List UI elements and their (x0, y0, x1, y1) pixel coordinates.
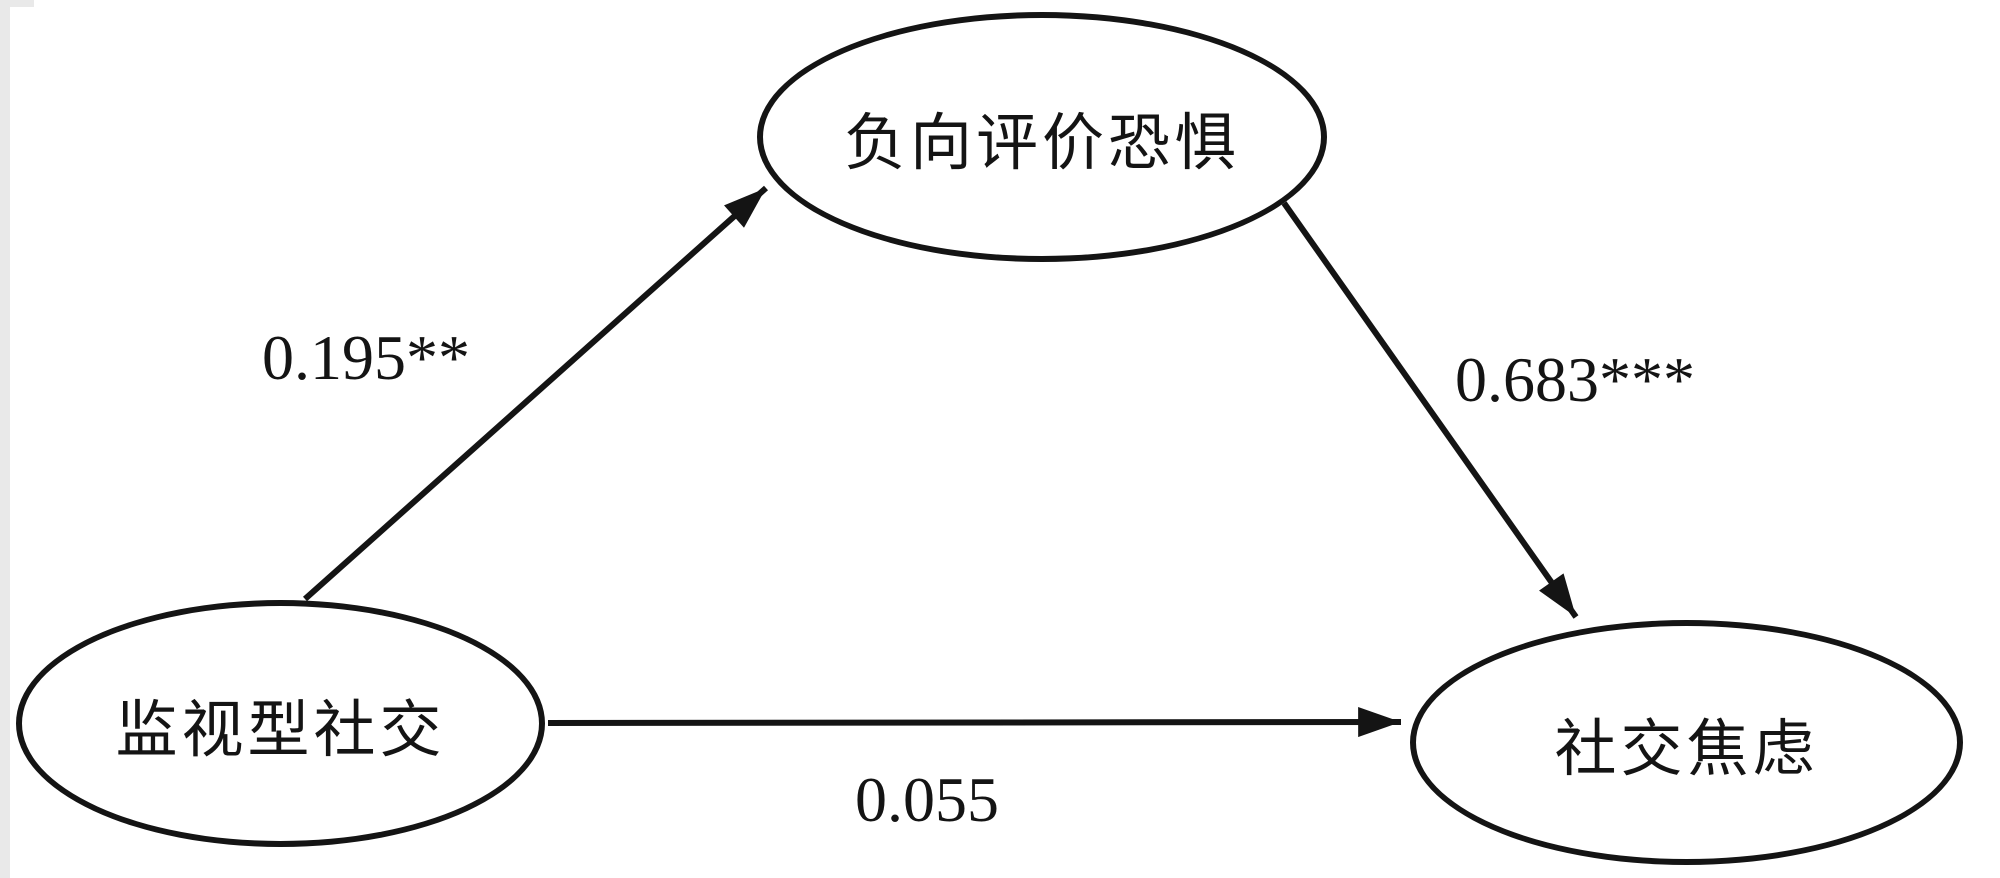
mediator-node: 负向评价恐惧 (757, 12, 1327, 262)
mediator-label: 负向评价恐惧 (843, 110, 1240, 178)
scan-edge-artifact-left (0, 0, 10, 878)
arrow-predictor-to-outcome (547, 707, 1402, 738)
arrow-mediator-to-outcome (1281, 201, 1579, 619)
path-b-coefficient: 0.683*** (1455, 344, 1695, 415)
path-c-coefficient: 0.055 (855, 764, 999, 835)
predictor-label: 监视型社交 (115, 696, 446, 765)
arrow-predictor-to-mediator (303, 185, 768, 602)
outcome-label: 社交焦虑 (1554, 715, 1819, 784)
path-a-coefficient: 0.195** (262, 322, 470, 393)
predictor-node: 监视型社交 (16, 600, 545, 847)
outcome-node: 社交焦虑 (1410, 620, 1963, 865)
scan-edge-artifact-top (0, 0, 34, 7)
